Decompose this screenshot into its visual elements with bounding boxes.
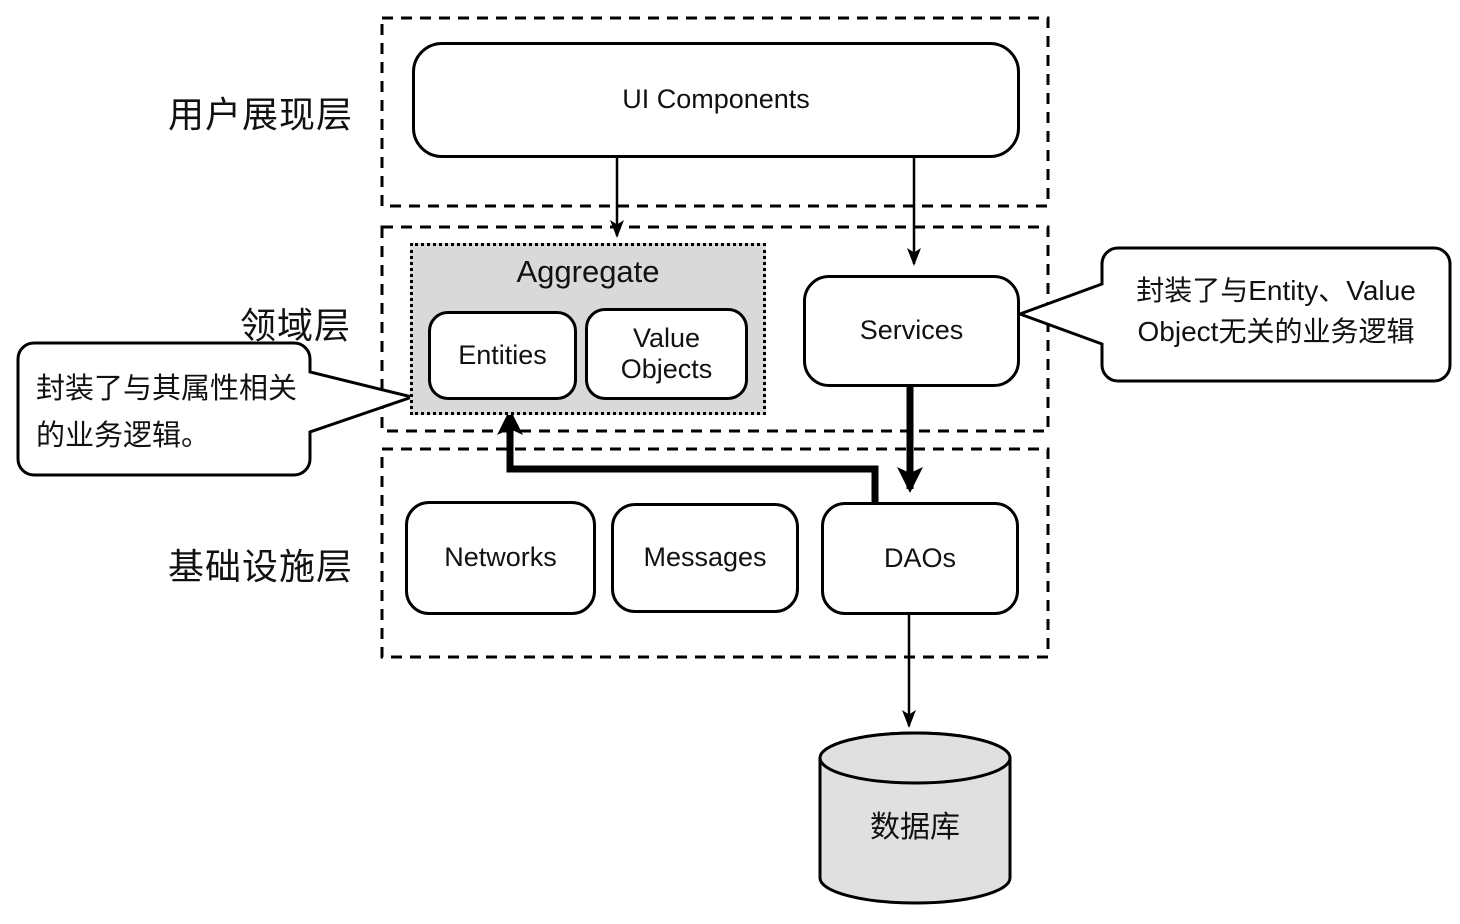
presentation-layer-label: 用户展现层: [168, 94, 354, 135]
infrastructure-layer-boundary: [380, 447, 1050, 659]
daos-node: DAOs: [821, 502, 1019, 615]
messages-node: Messages: [611, 503, 799, 613]
aggregate-title: Aggregate: [516, 254, 660, 289]
entities-label: Entities: [458, 339, 547, 370]
presentation-layer-boundary: [380, 16, 1050, 208]
entities-note: 封装了与其属性相关 的业务逻辑。: [36, 366, 316, 460]
domain-layer-label: 领域层: [240, 305, 352, 346]
ui-components-label: UI Components: [622, 84, 810, 115]
services-label: Services: [859, 315, 964, 346]
messages-label: Messages: [643, 542, 767, 573]
database-cylinder-top: [818, 731, 1012, 785]
infrastructure-layer-label: 基础设施层: [168, 546, 354, 587]
entities-note-line2: 的业务逻辑。: [36, 420, 211, 452]
database-label: 数据库: [870, 811, 960, 844]
networks-label: Networks: [444, 542, 557, 573]
domain-layer-boundary: [380, 225, 1050, 433]
services-node: Services: [803, 275, 1020, 387]
services-note-line1: 封装了与Entity、Value: [1136, 275, 1416, 306]
value-objects-label: Value Objects: [620, 322, 713, 384]
ui-components-node: UI Components: [412, 42, 1020, 158]
services-note-bubble: [1015, 246, 1452, 383]
arrow-daos-to-entities: [497, 409, 879, 504]
entities-node: Entities: [428, 311, 577, 400]
entities-note-line1: 封装了与其属性相关: [36, 373, 298, 405]
networks-node: Networks: [405, 501, 596, 615]
services-note: 封装了与Entity、Value Object无关的业务逻辑: [1106, 270, 1446, 352]
daos-label: DAOs: [883, 542, 956, 573]
services-note-line2: Object无关的业务逻辑: [1137, 316, 1415, 347]
value-objects-node: Value Objects: [585, 308, 748, 400]
entities-note-bubble: [16, 341, 418, 477]
